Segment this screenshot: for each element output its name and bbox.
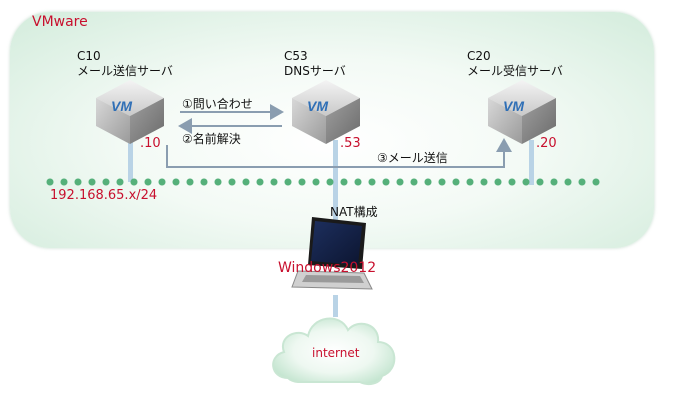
host-internet-link [333,295,338,317]
network-subnet-label: 192.168.65.x/24 [50,188,158,203]
internet-cloud-icon [272,317,396,385]
server-c20-role: メール受信サーバ [467,64,563,78]
server-c53-name: C53 [284,49,308,63]
server-c10-label: C10 メール送信サーバ [77,49,173,79]
network-segment-dots [43,177,603,187]
server-c20-vm-icon: VM [488,80,556,144]
host-note: NAT構成 [330,205,378,219]
server-c20-label: C20 メール受信サーバ [467,49,563,79]
server-c53-label: C53 DNSサーバ [284,49,346,79]
vm-badge: VM [111,98,132,114]
server-c10-ip: .10 [140,136,161,151]
server-c10-vm-icon: VM [96,80,164,144]
host-network-link [333,182,338,222]
server-c53-ip: .53 [340,136,361,151]
vmware-label: VMware [32,14,88,30]
server-c53-role: DNSサーバ [284,64,346,78]
server-c20-ip: .20 [536,136,557,151]
vm-badge: VM [503,98,524,114]
laptop-icon [291,217,373,290]
send-mail-arrow [166,138,512,168]
server-c53-vm-icon: VM [292,80,360,144]
flow-step3-label: ③メール送信 [377,151,448,165]
c53-network-link [333,140,338,182]
vm-badge: VM [307,98,328,114]
c20-network-link [529,140,534,185]
server-c10-name: C10 [77,49,101,63]
host-label: Windows2012 [278,260,377,276]
server-c20-name: C20 [467,49,491,63]
flow-step1-label: ①問い合わせ [182,97,253,111]
server-c10-role: メール送信サーバ [77,64,173,78]
internet-label: internet [312,346,360,360]
c10-network-link [128,140,133,182]
flow-step2-label: ②名前解決 [182,132,241,146]
